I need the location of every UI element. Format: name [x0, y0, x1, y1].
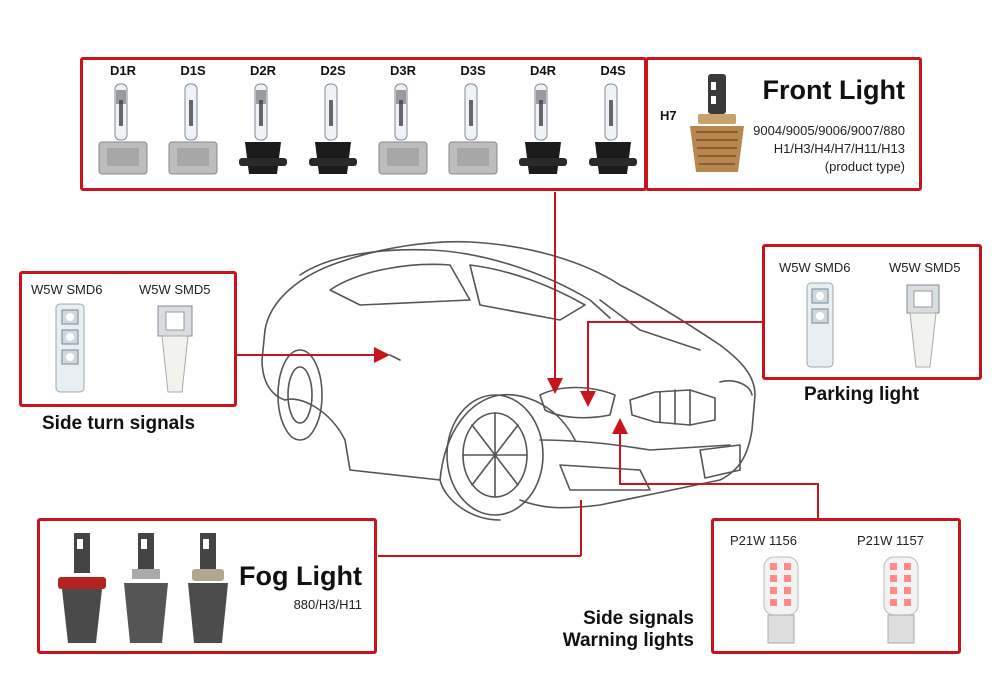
- hid-bulbs-panel: D1R D1S D2R D2S D3R D3S D4R D4S: [80, 57, 647, 191]
- hid-bulb-label: D3R: [389, 63, 416, 78]
- fog-light-title: Fog Light: [239, 561, 362, 591]
- hid-bulb-icon: [519, 83, 567, 174]
- warning-caption-line1: Side signals: [583, 608, 694, 629]
- hid-bulb-icon: [378, 83, 428, 175]
- hid-bulb-label: D1S: [180, 63, 206, 78]
- front-light-panel: Front Light H7 9004/9005/9006/9007/880 H…: [645, 57, 922, 191]
- front-product-note: (product type): [824, 159, 905, 174]
- hid-bulb-icon: [448, 83, 498, 175]
- h7-label: H7: [660, 108, 677, 123]
- side-turn-caption: Side turn signals: [42, 413, 196, 434]
- hid-bulb-label: D4S: [600, 63, 626, 78]
- fog-types: 880/H3/H11: [293, 597, 362, 612]
- hid-bulb-label: D4R: [529, 63, 556, 78]
- p21w-bulbs-icon: [763, 556, 919, 644]
- connector-lines: [237, 192, 819, 557]
- w5w-bulbs-icon: [55, 303, 193, 393]
- hid-bulb-icon: [309, 83, 357, 174]
- car-sketch: [261, 240, 756, 521]
- parking-caption: Parking light: [804, 384, 920, 405]
- warning-item2-label: P21W 1157: [857, 533, 924, 548]
- hid-bulb-icon: [98, 83, 148, 175]
- side-turn-item1-label: W5W SMD6: [31, 282, 103, 297]
- parking-panel: W5W SMD6 W5W SMD5: [762, 244, 982, 380]
- hid-bulb-icon: [239, 83, 287, 174]
- hid-bulb-label: D3S: [460, 63, 486, 78]
- hid-bulb-label: D1R: [109, 63, 136, 78]
- side-turn-item2-label: W5W SMD5: [139, 282, 211, 297]
- h7-bulb-icon: [690, 74, 744, 172]
- parking-item2-label: W5W SMD5: [889, 260, 961, 275]
- warning-panel: P21W 1156 P21W 1157: [711, 518, 961, 654]
- hid-bulb-icon: [589, 83, 637, 174]
- side-turn-panel: W5W SMD6 W5W SMD5: [19, 271, 237, 407]
- front-light-title: Front Light: [762, 75, 905, 105]
- front-types-line2: H1/H3/H4/H7/H11/H13: [773, 141, 905, 156]
- hid-bulb-label: D2S: [320, 63, 346, 78]
- hid-bulb-icon: [168, 83, 218, 175]
- w5w-parking-bulbs-icon: [806, 282, 940, 368]
- parking-item1-label: W5W SMD6: [779, 260, 851, 275]
- front-types-line1: 9004/9005/9006/9007/880: [753, 123, 905, 138]
- fog-bulbs-icon: [58, 533, 228, 643]
- fog-light-panel: Fog Light 880/H3/H11: [37, 518, 377, 654]
- hid-bulb-label: D2R: [249, 63, 276, 78]
- warning-item1-label: P21W 1156: [730, 533, 797, 548]
- warning-caption-line2: Warning lights: [562, 630, 694, 651]
